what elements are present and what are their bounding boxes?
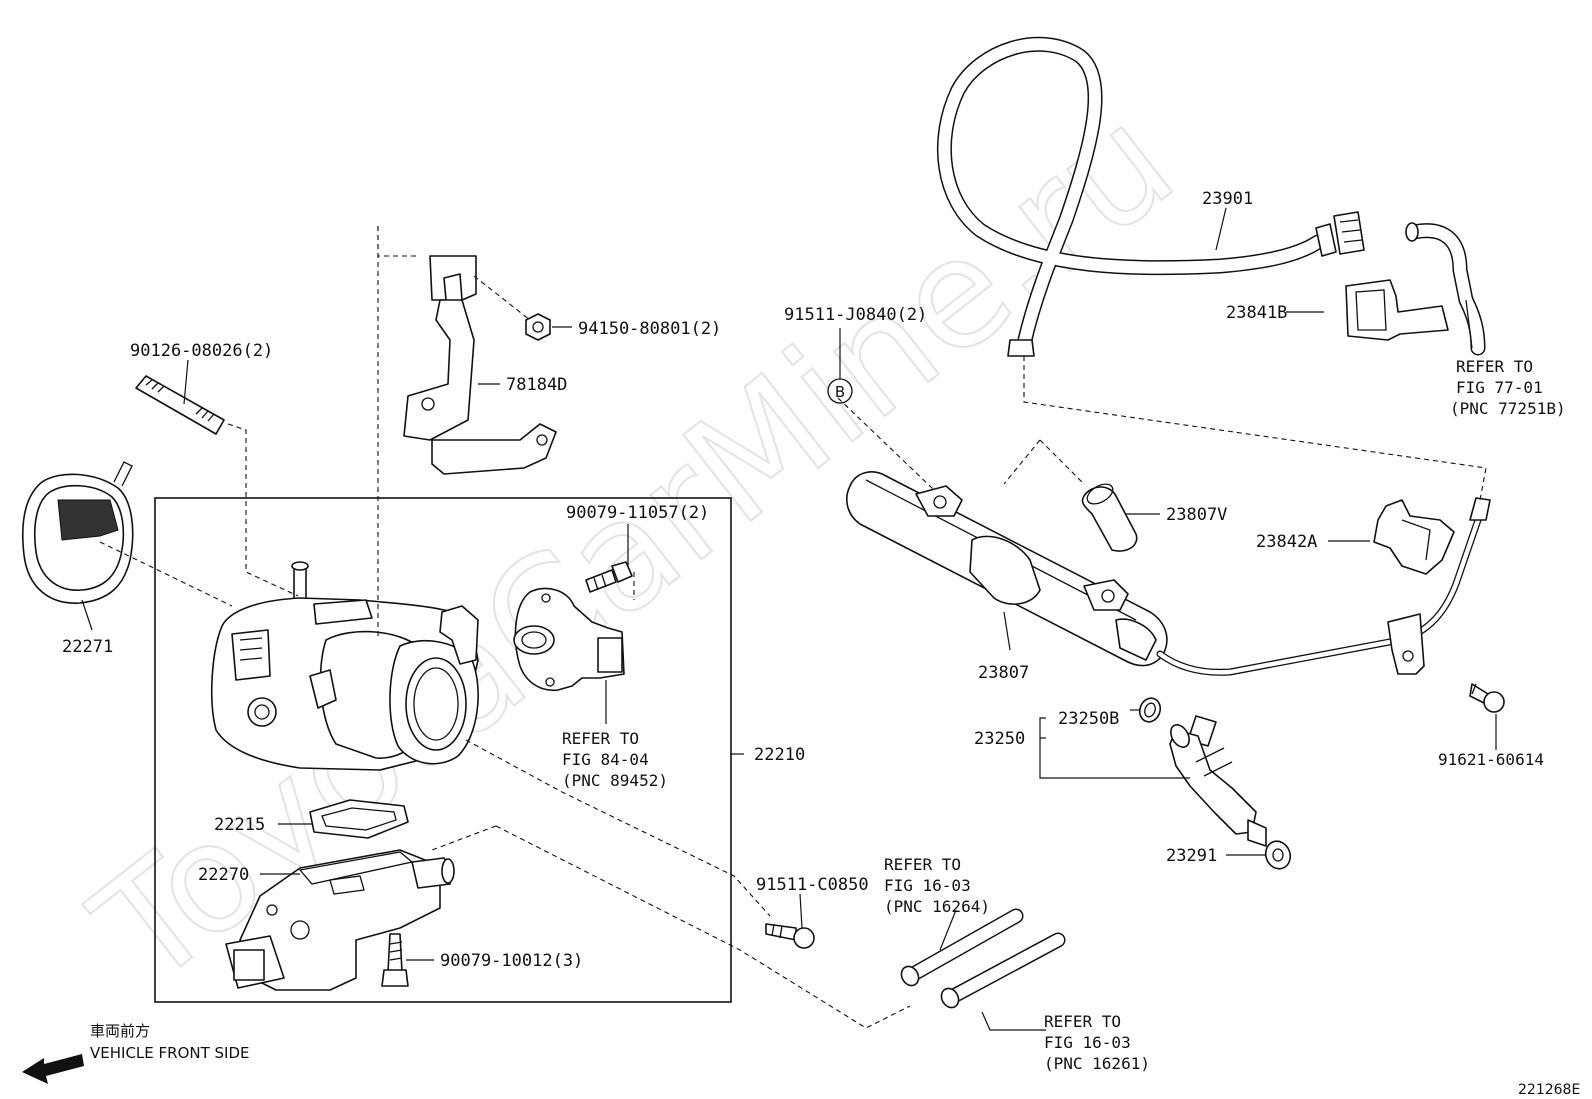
ref-hose-right-line2: FIG 77-01 [1456,378,1543,397]
clip-23841b-part[interactable] [1345,279,1449,341]
figure-id: 221268E [1518,1082,1580,1098]
label-screw-90079-11057: 90079-11057(2) [566,503,709,523]
bracket-78184d-part[interactable] [403,255,557,475]
refer-hose-77251b-part[interactable] [1405,222,1486,356]
label-bolt-91621: 91621-60614 [1438,750,1544,769]
o-ring-23250b-part[interactable] [1136,695,1163,724]
refer-hose-16264-part[interactable] [898,908,1024,989]
leader-lines [81,207,1497,1031]
ref-hose-upper-line1: REFER TO [884,855,961,874]
label-insulator-23291: 23291 [1166,846,1217,866]
label-clip-23842a: 23842A [1256,532,1317,552]
label-bolt-91511-c0850: 91511-C0850 [756,875,869,895]
gasket-22215-part[interactable] [309,799,409,839]
dashed-alignment-lines [99,226,1487,1029]
label-damper-23807v: 23807V [1166,505,1227,525]
reference-note-hose-right: REFER TO FIG 77-01 (PNC 77251B) [1450,357,1566,418]
injector-23250-part[interactable] [1167,715,1267,847]
label-clip-23841b: 23841B [1226,303,1287,323]
ref-hose-lower-line3: (PNC 16261) [1044,1054,1150,1073]
vehicle-front-indicator: 車両前方 VEHICLE FRONT SIDE [22,1022,250,1084]
ref-hose-right-line3: (PNC 77251B) [1450,399,1566,418]
throttle-position-sensor-part[interactable] [513,587,625,691]
front-label-japanese: 車両前方 [90,1022,150,1040]
insulator-23291-part[interactable] [1262,838,1294,873]
bolt-91621-part[interactable] [1469,683,1505,713]
front-label-english: VEHICLE FRONT SIDE [90,1044,250,1062]
reference-note-hose-upper: REFER TO FIG 16-03 (PNC 16264) [884,855,990,916]
marker-b-label: B [835,383,845,401]
ref-sensor-line1: REFER TO [562,729,639,748]
ref-sensor-line3: (PNC 89452) [562,771,668,790]
label-bolt-91511-j0840: 91511-J0840(2) [784,305,927,325]
label-gasket-22215: 22215 [214,815,265,835]
ref-hose-right-line1: REFER TO [1456,357,1533,376]
throttle-body-22210-part[interactable] [210,561,479,771]
ref-hose-upper-line2: FIG 16-03 [884,876,971,895]
label-throttle-body-22210: 22210 [754,745,805,765]
reference-note-sensor: REFER TO FIG 84-04 (PNC 89452) [562,729,668,790]
reference-note-hose-lower: REFER TO FIG 16-03 (PNC 16261) [1044,1012,1150,1073]
label-valve-22270: 22270 [198,865,249,885]
idle-air-valve-22270-part[interactable] [225,849,455,991]
label-nut-94150: 94150-80801(2) [578,319,721,339]
screw-90079-11057-part[interactable] [585,561,633,593]
fuel-pipe-part[interactable] [1156,497,1491,676]
fuel-hose-23901-part[interactable] [936,36,1365,357]
label-bracket-78184d: 78184D [506,375,567,395]
label-gasket-22271: 22271 [62,637,113,657]
label-stud-bolt-90126: 90126-08026(2) [130,341,273,361]
label-hose-23901: 23901 [1202,189,1253,209]
nut-94150-part[interactable] [525,313,551,341]
ref-hose-lower-line2: FIG 16-03 [1044,1033,1131,1052]
gasket-22271-part[interactable] [22,461,134,604]
label-injector-23250: 23250 [974,729,1025,749]
label-ring-23250b: 23250B [1058,709,1119,729]
fuel-rail-23807-part[interactable] [846,471,1168,667]
label-screw-90079-10012: 90079-10012(3) [440,951,583,971]
bolt-91511-c0850-part[interactable] [765,923,815,949]
screw-90079-10012-part[interactable] [381,933,409,987]
ref-hose-lower-line1: REFER TO [1044,1012,1121,1031]
label-rail-23807: 23807 [978,663,1029,683]
throttle-body-assembly-box [154,497,732,1003]
front-arrow-icon [22,1054,84,1084]
refer-hose-16261-part[interactable] [938,932,1066,1011]
clip-23842a-part[interactable] [1373,499,1455,575]
ref-hose-upper-line3: (PNC 16264) [884,897,990,916]
damper-23807v-part[interactable] [1081,480,1138,552]
ref-sensor-line2: FIG 84-04 [562,750,649,769]
stud-bolt-90126-part[interactable] [135,375,225,435]
